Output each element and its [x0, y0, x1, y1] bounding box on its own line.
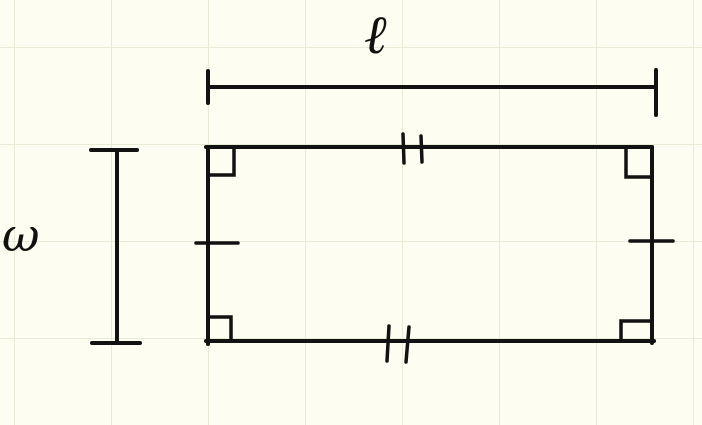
right-angle-bottom-right — [619, 319, 652, 341]
top-side-tick-1 — [401, 132, 406, 165]
right-angle-top-left — [206, 147, 236, 177]
length-label: ℓ — [364, 3, 387, 66]
bottom-side-tick-1 — [385, 324, 391, 363]
rectangle — [204, 145, 656, 346]
length-dimension — [206, 68, 658, 117]
width-label: ω — [2, 208, 40, 262]
width-dimension — [89, 148, 142, 345]
right-angle-markers — [206, 147, 652, 341]
bottom-side-tick-2 — [404, 325, 411, 364]
congruence-ticks — [194, 132, 675, 364]
right-angle-bottom-left — [208, 315, 233, 341]
top-side-tick-2 — [419, 134, 424, 164]
right-angle-top-right — [624, 147, 652, 179]
